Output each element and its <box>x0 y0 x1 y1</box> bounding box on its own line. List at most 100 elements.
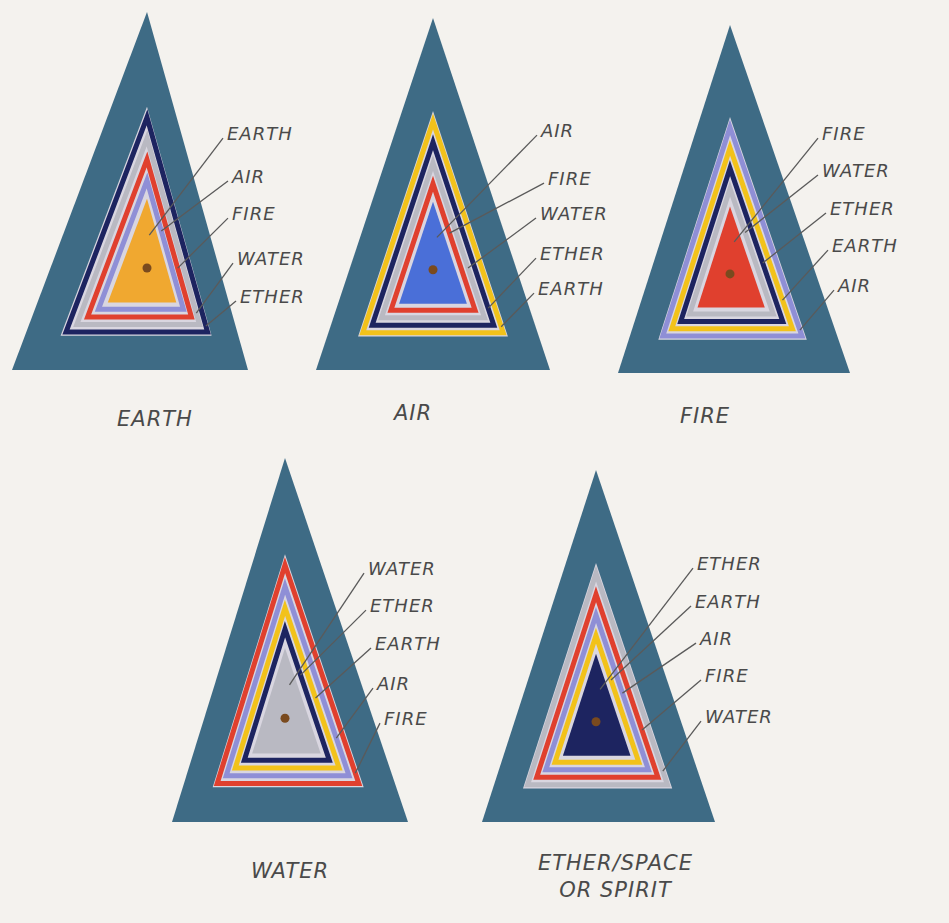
element-ring <box>217 565 359 783</box>
leader-line <box>611 606 691 680</box>
outer-triangle <box>618 25 850 373</box>
triangle-shape <box>316 18 550 370</box>
leader-line <box>450 183 545 233</box>
element-ring <box>66 117 208 332</box>
element-core <box>108 199 177 303</box>
element-ring <box>663 127 802 336</box>
element-ring <box>391 184 475 311</box>
layer-label: AIR <box>838 275 871 297</box>
triangle-shape <box>172 458 408 822</box>
element-ring <box>226 586 349 775</box>
leader-line <box>800 290 834 330</box>
triangle-caption: AIR <box>313 400 513 427</box>
layer-label: ETHER <box>540 243 605 265</box>
element-triangle: ETHER/SPACE OR SPIRIT <box>482 470 715 822</box>
inner-ground <box>213 554 364 787</box>
leader-line <box>149 138 223 235</box>
inner-ground <box>61 107 212 336</box>
layer-label: AIR <box>232 166 265 188</box>
leader-line <box>468 218 536 268</box>
layer-label: FIRE <box>548 168 592 190</box>
element-ring <box>382 163 485 318</box>
center-dot <box>281 714 290 723</box>
leader-line <box>763 213 826 263</box>
triangle-caption: EARTH <box>55 406 255 433</box>
layer-label: EARTH <box>695 591 761 613</box>
layer-label: FIRE <box>705 665 749 687</box>
leader-line <box>663 721 701 771</box>
leader-line <box>161 181 228 231</box>
leader-line <box>178 218 228 268</box>
element-ring <box>690 189 774 314</box>
layer-label: EARTH <box>227 123 293 145</box>
layer-label: FIRE <box>822 123 866 145</box>
layer-label: ETHER <box>830 198 895 220</box>
leader-line <box>437 135 537 237</box>
layer-label: ETHER <box>240 286 305 308</box>
center-dot <box>592 717 601 726</box>
element-ring <box>77 138 200 324</box>
element-ring <box>363 122 503 333</box>
leader-line <box>336 688 373 738</box>
element-ring <box>244 629 329 760</box>
triangle-caption: ETHER/SPACE OR SPIRIT <box>533 850 698 905</box>
layer-label: ETHER <box>370 595 435 617</box>
leader-line <box>316 648 372 698</box>
layer-label: EARTH <box>538 278 604 300</box>
inner-ground <box>658 117 807 340</box>
element-ring <box>88 159 192 317</box>
triangle-shape <box>618 25 850 373</box>
outer-triangle <box>172 458 408 822</box>
layer-label: AIR <box>541 120 574 142</box>
leader-line <box>783 250 829 300</box>
leader-line <box>734 138 818 242</box>
element-ring <box>681 168 783 321</box>
leader-line <box>600 568 693 689</box>
element-ring <box>672 148 793 329</box>
leader-line <box>301 610 367 675</box>
element-ring <box>372 142 494 325</box>
element-core <box>563 654 631 756</box>
leader-line <box>355 723 380 773</box>
element-ring <box>546 615 649 770</box>
center-dot <box>726 269 735 278</box>
element-core <box>698 207 765 308</box>
layer-label: ETHER <box>697 553 762 575</box>
element-triangle: FIRE <box>618 25 850 373</box>
element-triangle: EARTH <box>12 12 248 370</box>
inner-ground <box>523 563 672 788</box>
layer-label: AIR <box>377 673 410 695</box>
element-ring <box>98 180 183 309</box>
layer-label: WATER <box>822 160 890 182</box>
layer-label: WATER <box>540 203 608 225</box>
element-triangle: AIR <box>316 18 550 370</box>
layer-label: WATER <box>705 706 773 728</box>
leader-line <box>622 643 696 693</box>
outer-triangle <box>316 18 550 370</box>
triangle-shape <box>482 470 715 822</box>
layer-label: FIRE <box>232 203 276 225</box>
element-triangle: WATER <box>172 458 408 822</box>
inner-ground <box>358 111 508 336</box>
element-ring <box>528 574 668 785</box>
center-dot <box>143 264 152 273</box>
leader-line <box>290 573 365 685</box>
triangle-shape <box>12 12 248 370</box>
center-dot <box>429 265 438 274</box>
layer-label: AIR <box>700 628 733 650</box>
layer-label: EARTH <box>375 633 441 655</box>
triangle-caption: FIRE <box>605 403 805 430</box>
leader-line <box>488 258 536 308</box>
leader-line <box>206 301 236 326</box>
element-ring <box>537 594 658 777</box>
layer-label: WATER <box>237 248 305 270</box>
outer-triangle <box>12 12 248 370</box>
layer-label: EARTH <box>832 235 898 257</box>
triangle-caption: WATER <box>190 858 390 885</box>
element-core <box>252 648 321 754</box>
outer-triangle <box>482 470 715 822</box>
element-ring <box>235 608 339 768</box>
leader-line <box>196 263 233 313</box>
